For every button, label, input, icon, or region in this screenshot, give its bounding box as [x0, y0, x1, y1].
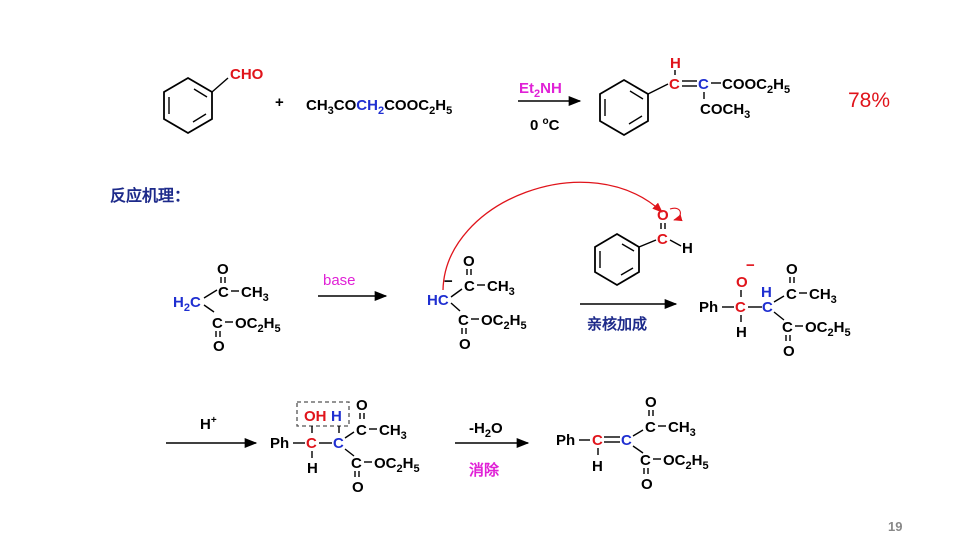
product-ketone: COCH3 [700, 101, 750, 121]
step3-arrow-label: H+ [200, 415, 217, 433]
svg-text:Ph: Ph [270, 435, 289, 452]
svg-text:O: O [459, 336, 471, 353]
svg-text:CH3: CH3 [487, 278, 515, 298]
svg-text:OC2H5: OC2H5 [481, 312, 527, 332]
step4-arrow-sublabel: 消除 [469, 461, 500, 479]
svg-text:−: − [746, 257, 755, 274]
svg-text:C: C [645, 419, 656, 436]
svg-text:H: H [592, 458, 603, 475]
svg-text:C: C [762, 299, 773, 316]
svg-text:CH3: CH3 [809, 286, 837, 306]
yield-label: 78% [848, 89, 890, 112]
svg-text:OH: OH [304, 408, 327, 425]
svg-text:OC2H5: OC2H5 [805, 319, 851, 339]
svg-text:C: C [621, 432, 632, 449]
svg-text:C: C [735, 299, 746, 316]
svg-text:O: O [217, 261, 229, 278]
mechanism-title: 反应机理： [110, 186, 190, 205]
step1-arrow-label: base [323, 272, 356, 289]
aldol-alcohol: OH H Ph C C H O C CH3 C OC2H5 O [270, 397, 420, 496]
svg-text:H2C: H2C [173, 294, 201, 314]
svg-text:O: O [783, 343, 795, 360]
product-c1: C [669, 76, 680, 93]
alkoxide-adduct: − O Ph C H H C O C CH3 C OC2H5 O [699, 257, 851, 360]
svg-text:H: H [736, 324, 747, 341]
svg-text:C: C [333, 435, 344, 452]
svg-text:C: C [464, 278, 475, 295]
svg-text:C: C [458, 312, 469, 329]
start-molecule: O C CH3 H2C C OC2H5 O [173, 261, 281, 355]
svg-text:C: C [212, 315, 223, 332]
svg-text:HC: HC [427, 292, 449, 309]
svg-text:O: O [463, 253, 475, 270]
step2-arrow-label: 亲核加成 [587, 315, 647, 333]
aldehyde-group: CHO [230, 66, 264, 83]
dehydration-box [296, 401, 350, 427]
svg-text:C: C [218, 284, 229, 301]
svg-text:Ph: Ph [556, 432, 575, 449]
svg-text:C: C [786, 286, 797, 303]
svg-text:−: − [444, 273, 453, 290]
nucleophilic-attack-arrow [442, 181, 663, 291]
svg-text:H: H [331, 408, 342, 425]
svg-text:CH3: CH3 [241, 284, 269, 304]
svg-text:C: C [356, 422, 367, 439]
svg-text:C: C [592, 432, 603, 449]
enolate-anion: O − C CH3 HC C OC2H5 O [427, 253, 527, 353]
svg-text:O: O [645, 394, 657, 411]
svg-text:H: H [761, 284, 772, 301]
reactant-ethyl-acetoacetate: CH3COCH2COOC2H5 [306, 97, 452, 117]
svg-text:C: C [640, 452, 651, 469]
svg-text:OC2H5: OC2H5 [374, 455, 420, 475]
svg-text:OC2H5: OC2H5 [235, 315, 281, 335]
page-number: 19 [888, 519, 902, 534]
svg-text:O: O [641, 476, 653, 493]
svg-text:H: H [307, 460, 318, 477]
svg-text:C: C [782, 319, 793, 336]
svg-text:C: C [306, 435, 317, 452]
svg-text:O: O [356, 397, 368, 414]
product-c2: C [698, 76, 709, 93]
product-ester: COOC2H5 [722, 76, 790, 96]
svg-text:O: O [657, 207, 669, 224]
svg-text:CH3: CH3 [668, 419, 696, 439]
svg-text:O: O [352, 479, 364, 496]
reagent-label: Et2NH [519, 80, 562, 100]
final-product: Ph C C H O C CH3 C OC2H5 O [556, 394, 709, 493]
svg-text:H: H [682, 240, 693, 257]
plus-sign: + [275, 94, 284, 111]
svg-text:C: C [351, 455, 362, 472]
svg-text:CH3: CH3 [379, 422, 407, 442]
svg-text:OC2H5: OC2H5 [663, 452, 709, 472]
benzaldehyde: O C H [594, 207, 693, 287]
product-vinyl-h: H [670, 55, 681, 72]
svg-text:O: O [736, 274, 748, 291]
step4-arrow-label: -H2O [469, 420, 503, 440]
benzene-ring-reactant [163, 76, 229, 135]
svg-text:O: O [213, 338, 225, 355]
svg-text:O: O [786, 261, 798, 278]
condition-label: 0 oC [530, 116, 560, 134]
svg-text:C: C [657, 231, 668, 248]
benzene-ring-product [599, 78, 669, 137]
svg-text:Ph: Ph [699, 299, 718, 316]
